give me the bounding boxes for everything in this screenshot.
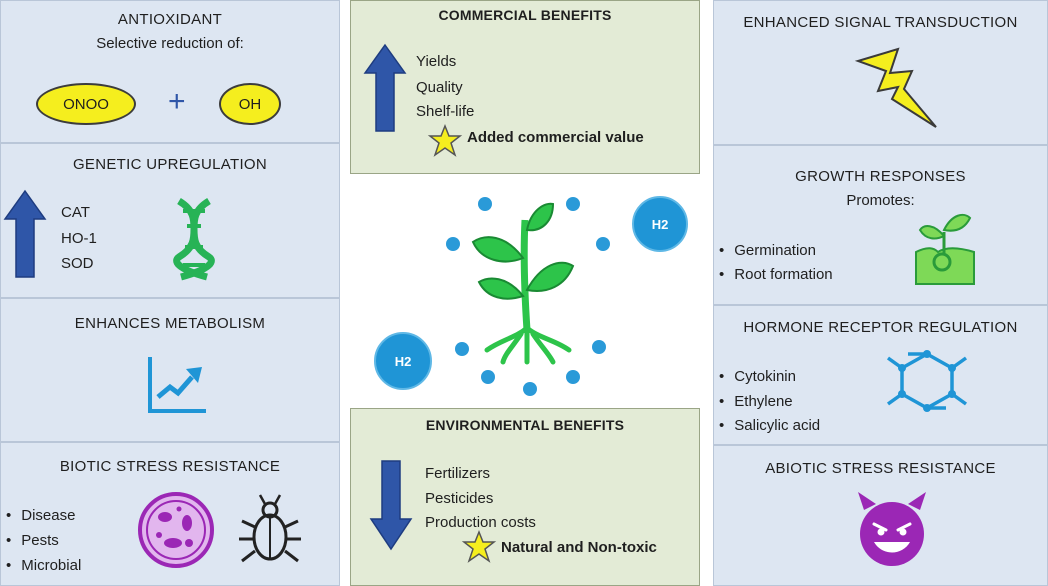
commercial-item: Yields	[416, 53, 457, 70]
sprout-icon	[915, 213, 975, 285]
signal-transduction-panel: ENHANCED SIGNAL TRANSDUCTION	[713, 0, 1048, 145]
growth-subtitle: Promotes:	[846, 192, 915, 209]
growth-responses-panel: GROWTH RESPONSES Promotes: Germination R…	[713, 145, 1048, 305]
h2-molecule-bottom: H2	[374, 332, 432, 390]
growth-item: Germination	[719, 242, 816, 259]
oh-label: OH	[219, 83, 281, 125]
environmental-title: ENVIRONMENTAL BENEFITS	[425, 417, 625, 433]
hormone-item: Ethylene	[719, 393, 792, 410]
growth-chart-icon	[148, 357, 206, 413]
h2-molecule-top: H2	[632, 196, 688, 252]
hormone-item: Cytokinin	[719, 368, 796, 385]
antioxidant-title: ANTIOXIDANT	[117, 11, 223, 28]
genetic-item: CAT	[61, 204, 90, 221]
plant-icon	[471, 202, 575, 365]
up-arrow-icon	[3, 189, 47, 278]
growth-title: GROWTH RESPONSES	[795, 168, 966, 185]
onoo-label: ONOO	[36, 83, 136, 125]
plus-sign: +	[168, 85, 186, 118]
star-icon	[427, 123, 463, 157]
h2-bubble-dot	[566, 370, 580, 384]
h2-bubble-dot	[566, 197, 580, 211]
biotic-item: Pests	[6, 532, 59, 549]
genetic-title: GENETIC UPREGULATION	[72, 156, 268, 173]
lightning-icon	[854, 47, 937, 128]
devil-face-icon	[858, 492, 926, 566]
biotic-title: BIOTIC STRESS RESISTANCE	[59, 458, 281, 475]
genetic-item: HO-1	[61, 230, 97, 247]
commercial-highlight: Added commercial value	[467, 129, 644, 146]
hormone-item: Salicylic acid	[719, 417, 820, 434]
biotic-stress-panel: BIOTIC STRESS RESISTANCE Disease Pests M…	[0, 442, 340, 586]
star-icon	[461, 529, 497, 563]
signal-title: ENHANCED SIGNAL TRANSDUCTION	[743, 14, 1018, 31]
environmental-item: Production costs	[425, 514, 536, 531]
metabolism-title: ENHANCES METABOLISM	[74, 315, 266, 332]
commercial-benefits-box: COMMERCIAL BENEFITS Yields Quality Shelf…	[350, 0, 700, 174]
commercial-item: Quality	[416, 79, 463, 96]
beetle-icon	[239, 494, 301, 563]
biotic-item: Disease	[6, 507, 75, 524]
hormone-receptor-panel: HORMONE RECEPTOR REGULATION Cytokinin Et…	[713, 305, 1048, 445]
genetic-item: SOD	[61, 255, 94, 272]
antioxidant-panel: ANTIOXIDANT Selective reduction of: ONOO…	[0, 0, 340, 143]
h2-bubble-dot	[446, 237, 460, 251]
microbe-dish-icon	[138, 492, 214, 568]
biotic-item: Microbial	[6, 557, 81, 574]
metabolism-panel: ENHANCES METABOLISM	[0, 298, 340, 442]
h2-bubble-dot	[481, 370, 495, 384]
commercial-item: Shelf-life	[416, 103, 475, 120]
up-arrow-icon	[363, 43, 407, 132]
h2-bubble-dot	[523, 382, 537, 396]
h2-bubble-dot	[455, 342, 469, 356]
environmental-item: Pesticides	[425, 490, 494, 507]
commercial-title: COMMERCIAL BENEFITS	[438, 7, 612, 23]
abiotic-stress-panel: ABIOTIC STRESS RESISTANCE	[713, 445, 1048, 586]
molecule-icon	[886, 350, 968, 412]
hormone-title: HORMONE RECEPTOR REGULATION	[743, 319, 1018, 336]
h2-bubble-dot	[592, 340, 606, 354]
antioxidant-subtitle: Selective reduction of:	[96, 35, 244, 52]
h2-bubble-dot	[596, 237, 610, 251]
environmental-item: Fertilizers	[425, 465, 491, 482]
genetic-upregulation-panel: GENETIC UPREGULATION CAT HO-1 SOD	[0, 143, 340, 298]
down-arrow-icon	[369, 460, 413, 551]
growth-item: Root formation	[719, 266, 832, 283]
h2-bubble-dot	[478, 197, 492, 211]
environmental-benefits-box: ENVIRONMENTAL BENEFITS Fertilizers Pesti…	[350, 408, 700, 586]
dna-icon	[173, 198, 215, 281]
abiotic-title: ABIOTIC STRESS RESISTANCE	[765, 460, 996, 477]
environmental-highlight: Natural and Non-toxic	[501, 539, 657, 556]
